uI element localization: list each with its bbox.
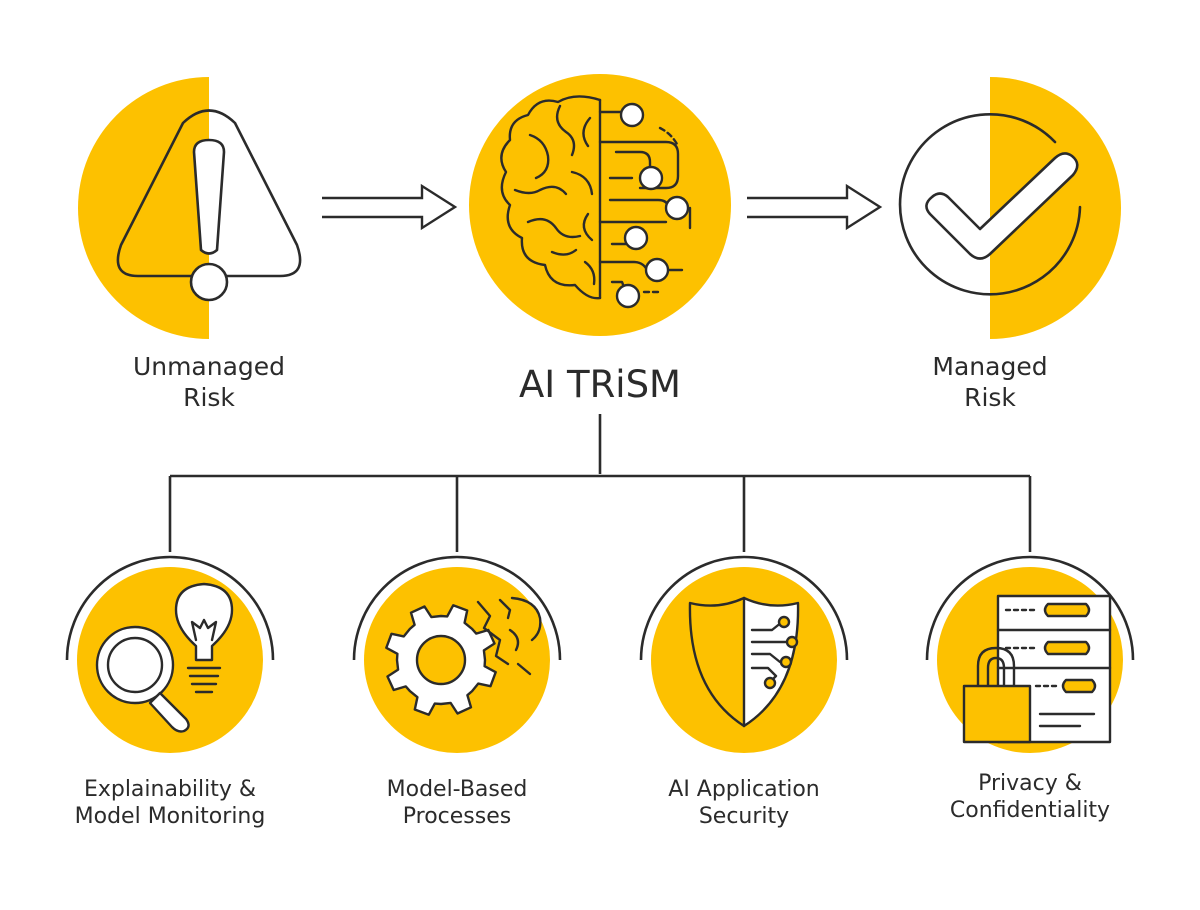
pillar-explainability-line2: Model Monitoring xyxy=(74,803,266,829)
pillar-model-based-node xyxy=(352,555,562,753)
managed-risk-label: Managed Risk xyxy=(860,352,1120,413)
arrow-trism-to-managed xyxy=(747,183,883,231)
unmanaged-risk-label: Unmanaged Risk xyxy=(79,352,339,413)
ai-trism-title: AI TRiSM xyxy=(440,362,760,407)
brain-circuit-icon xyxy=(500,95,692,309)
gear-icon xyxy=(385,596,542,716)
unmanaged-risk-line2: Risk xyxy=(183,382,235,412)
pillar-privacy-line1: Privacy & xyxy=(978,771,1082,796)
managed-risk-node xyxy=(898,77,1121,339)
pillar-privacy-node xyxy=(925,555,1135,753)
ai-trism-title-text: AI TRiSM xyxy=(519,363,681,406)
pillar-explainability-line1: Explainability & xyxy=(83,777,257,802)
tree-connector xyxy=(168,414,1032,552)
pillar-explainability-label: Explainability & Model Monitoring xyxy=(30,777,310,831)
managed-risk-line1: Managed xyxy=(932,352,1048,381)
unmanaged-risk-node xyxy=(78,77,302,339)
pillar-explainability-node xyxy=(65,555,275,753)
pillar-ai-security-node xyxy=(639,555,849,753)
checkmark-circle-icon xyxy=(898,113,1082,296)
pillar-ai-security-label: AI Application Security xyxy=(604,777,884,831)
shield-circuit-icon xyxy=(688,596,800,728)
unmanaged-risk-line1: Unmanaged xyxy=(132,352,286,381)
arrow-unmanaged-to-trism xyxy=(322,183,458,231)
server-padlock-icon xyxy=(962,594,1112,744)
pillar-model-based-line2: Processes xyxy=(402,803,512,829)
pillar-privacy-line2: Confidentiality xyxy=(949,797,1111,823)
magnifier-lightbulb-icon xyxy=(95,582,234,733)
managed-risk-line2: Risk xyxy=(964,382,1016,412)
pillar-model-based-line1: Model-Based xyxy=(386,777,528,802)
ai-trism-node xyxy=(469,74,731,336)
pillar-privacy-label: Privacy & Confidentiality xyxy=(890,771,1170,825)
warning-triangle-icon xyxy=(116,109,302,302)
pillar-ai-security-line1: AI Application xyxy=(668,777,820,802)
pillar-model-based-label: Model-Based Processes xyxy=(317,777,597,831)
pillar-ai-security-line2: Security xyxy=(698,803,790,829)
